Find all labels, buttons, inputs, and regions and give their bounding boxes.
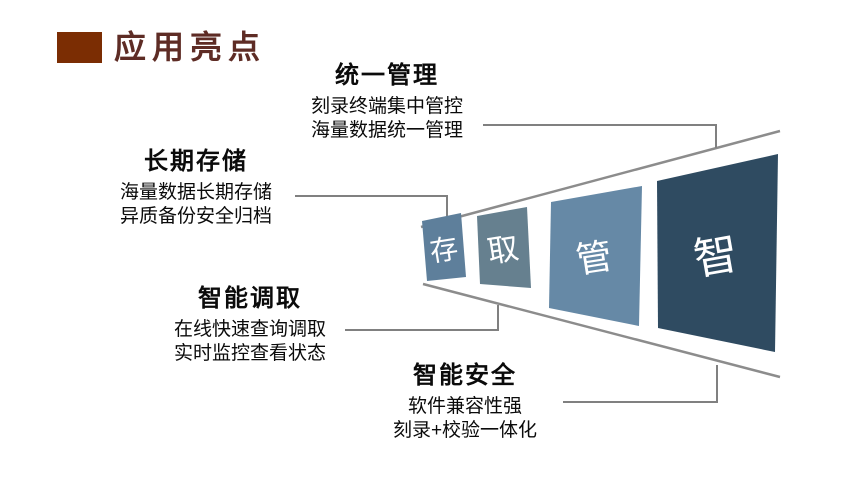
annotation-heading: 长期存储 bbox=[144, 148, 248, 175]
annotation-line: 海量数据统一管理 bbox=[310, 120, 463, 141]
funnel-block-retrieve-label: 取 bbox=[485, 230, 521, 269]
annotation-line: 刻录+校验一体化 bbox=[392, 420, 538, 441]
annotation-line: 在线快速查询调取 bbox=[173, 319, 326, 340]
annotation-line: 实时监控查看状态 bbox=[173, 343, 326, 364]
annotation-heading: 统一管理 bbox=[335, 62, 439, 89]
annotation-line: 异质备份安全归档 bbox=[119, 206, 272, 227]
slide-header: 应用亮点 bbox=[57, 30, 266, 64]
connector-smart-retrieval bbox=[345, 305, 499, 331]
annotation-smart-retrieval: 智能调取 在线快速查询调取 实时监控查看状态 bbox=[149, 285, 351, 366]
annotation-smart-security: 智能安全 软件兼容性强 刻录+校验一体化 bbox=[364, 362, 566, 443]
funnel-top-line bbox=[420, 129, 781, 229]
connector-long-term-storage bbox=[295, 195, 448, 216]
funnel-block-store bbox=[422, 213, 466, 281]
funnel-bottom-line bbox=[422, 282, 781, 379]
connector-smart-security bbox=[563, 365, 718, 403]
funnel-block-store-label: 存 bbox=[428, 232, 461, 267]
annotation-line: 海量数据长期存储 bbox=[119, 182, 272, 203]
funnel-block-smart-label: 智 bbox=[690, 229, 742, 285]
annotation-long-term-storage: 长期存储 海量数据长期存储 异质备份安全归档 bbox=[95, 148, 297, 229]
funnel-block-manage-label: 管 bbox=[573, 235, 615, 281]
annotation-line: 软件兼容性强 bbox=[407, 396, 522, 417]
page-title: 应用亮点 bbox=[114, 29, 267, 65]
funnel-block-smart bbox=[657, 154, 778, 352]
annotation-heading: 智能安全 bbox=[413, 362, 517, 389]
annotation-heading: 智能调取 bbox=[198, 285, 302, 312]
annotation-unified-management: 统一管理 刻录终端集中管控 海量数据统一管理 bbox=[287, 62, 487, 143]
connector-unified-management bbox=[483, 124, 717, 148]
title-accent-rect bbox=[57, 31, 102, 63]
funnel-block-manage bbox=[549, 186, 642, 326]
annotation-line: 刻录终端集中管控 bbox=[310, 96, 463, 117]
funnel-block-retrieve bbox=[477, 207, 531, 288]
